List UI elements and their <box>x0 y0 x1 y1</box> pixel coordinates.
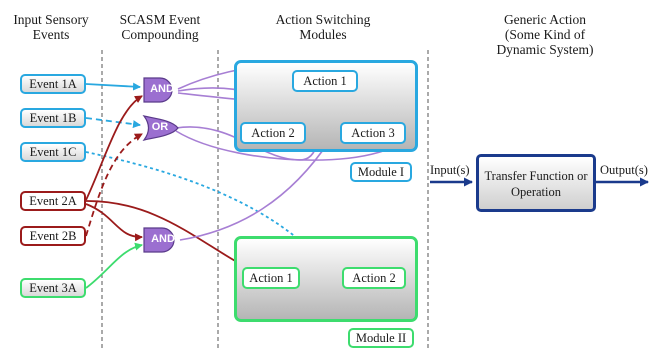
event-1c: Event 1C <box>20 142 86 162</box>
and-gate-bottom-label: AND <box>151 233 175 245</box>
and-gate-top-label: AND <box>150 83 174 95</box>
event-2b: Event 2B <box>20 226 86 246</box>
module-2-action-1: Action 1 <box>242 267 300 289</box>
output-label: Output(s) <box>600 163 648 177</box>
event-1a: Event 1A <box>20 74 86 94</box>
arrow-e1a-and <box>85 82 141 91</box>
header-input-events: Input Sensory Events <box>13 12 89 42</box>
transfer-function-box: Transfer Function or Operation <box>476 154 596 212</box>
arrow-e2a-and2 <box>85 203 143 242</box>
module-1-action-2: Action 2 <box>240 122 306 144</box>
arrow-e3a-and <box>85 242 143 289</box>
module-2-label: Module II <box>348 328 414 348</box>
module-1-action-1: Action 1 <box>292 70 358 92</box>
header-generic-action: Generic Action (Some Kind of Dynamic Sys… <box>496 12 594 57</box>
module-2-action-2: Action 2 <box>342 267 406 289</box>
column-dividers <box>101 50 429 350</box>
and-gate-top <box>143 77 173 103</box>
arrow-e2a-and <box>85 95 143 201</box>
event-3a: Event 3A <box>20 278 86 298</box>
module-1-action-3: Action 3 <box>340 122 406 144</box>
input-label: Input(s) <box>430 163 470 177</box>
or-gate-label: OR <box>151 121 169 133</box>
arrow-e2b-or <box>85 133 143 237</box>
arrow-e1b-or <box>85 117 141 129</box>
header-event-compounding: SCASM Event Compounding <box>119 12 201 42</box>
and-gate-bottom <box>143 227 175 253</box>
event-1b: Event 1B <box>20 108 86 128</box>
header-action-switching: Action Switching Modules <box>275 12 371 42</box>
or-gate <box>142 115 179 141</box>
module-1-label: Module I <box>350 162 412 182</box>
event-2a: Event 2A <box>20 191 86 211</box>
